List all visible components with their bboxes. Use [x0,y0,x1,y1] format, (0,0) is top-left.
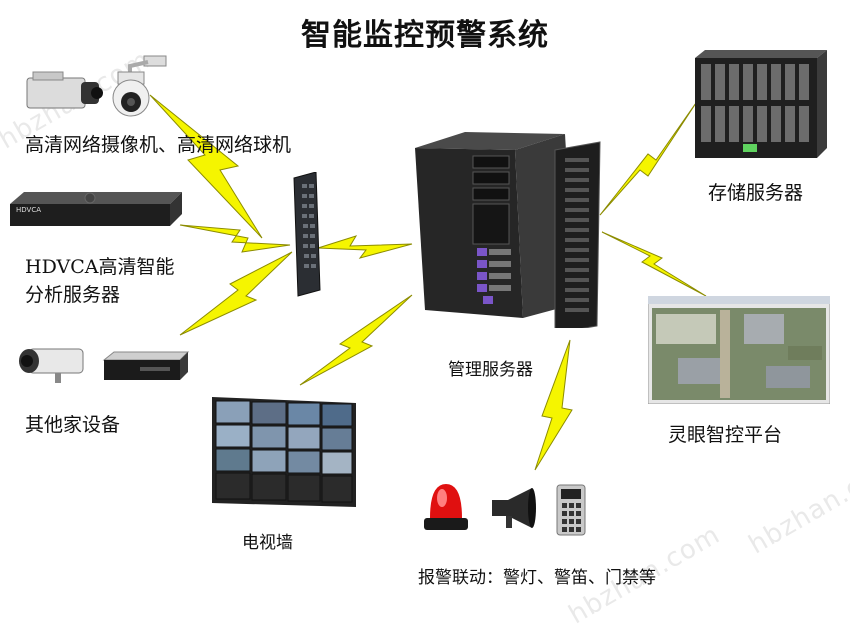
video-wall-label: 电视墙 [242,533,293,553]
storage-server-label: 存储服务器 [708,182,804,204]
bolt-other [179,251,293,336]
alarm-beacon-icon [424,484,468,530]
hdvca-label-line1: HDVCA高清智能 [25,256,175,278]
video-wall-icon [212,397,356,507]
dvr-icon [102,351,190,380]
bolt-storage [599,99,699,216]
hdvca-label-line2: 分析服务器 [25,284,121,306]
bolt-videowall [299,294,413,386]
cameras-label: 高清网络摄像机、高清网络球机 [25,134,292,156]
hdvca-server-icon [10,192,182,226]
bullet-camera-icon [19,348,84,383]
monitor-screenshot-icon [648,296,830,404]
bolt-switch-server [317,235,413,259]
box-camera-icon [26,71,103,109]
alarm-link-label: 报警联动：警灯、警笛、门禁等 [418,568,656,588]
bolt-platform [601,231,707,297]
bolt-cameras [149,94,263,239]
bolt-alarm [534,339,573,471]
other-devices-label: 其他家设备 [25,414,121,436]
network-switch-icon [293,172,321,297]
siren-speaker-icon [492,488,536,528]
dome-camera-icon [112,55,167,117]
access-keypad-icon [556,484,586,536]
bolt-hdvca [179,224,291,253]
hdvca-brand-text: HDVCA [16,206,41,214]
page-title: 智能监控预警系统 [301,18,549,53]
platform-label: 灵眼智控平台 [668,424,783,446]
mgmt-server-label: 管理服务器 [448,360,533,380]
tower-server-icon [415,132,601,328]
blade-storage-icon [695,50,827,158]
